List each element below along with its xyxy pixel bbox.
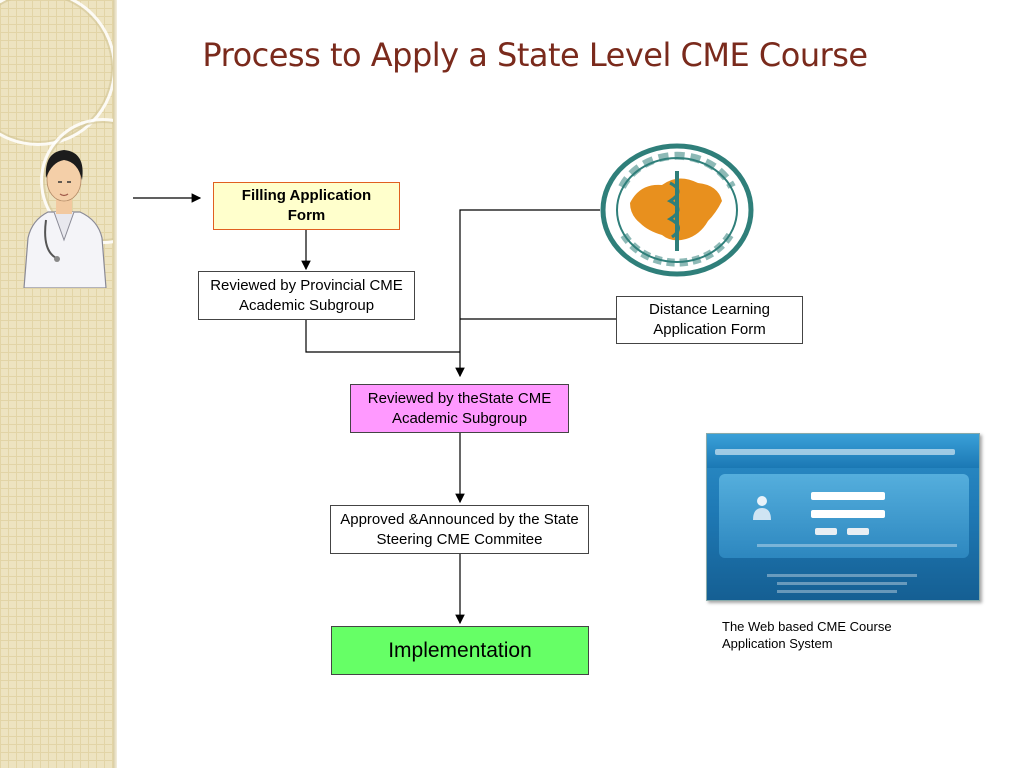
web-footer-line bbox=[777, 582, 907, 585]
slide-title: Process to Apply a State Level CME Cours… bbox=[202, 36, 868, 74]
decorative-left-strip bbox=[0, 0, 113, 768]
line-logo-to-merge bbox=[455, 209, 600, 378]
doctor-icon bbox=[23, 150, 107, 288]
web-login-button bbox=[815, 528, 837, 535]
approved-announced-box: Approved &Announced by the State Steerin… bbox=[330, 505, 589, 554]
association-logo-icon bbox=[600, 143, 754, 277]
strip-edge bbox=[113, 0, 117, 768]
distance-label: Distance Learning Application Form bbox=[649, 301, 770, 338]
web-username-field bbox=[811, 492, 885, 500]
web-header-bar bbox=[715, 448, 955, 455]
filling-application-form-box: Filling Application Form bbox=[213, 182, 400, 230]
filling-label: Filling Application Form bbox=[241, 187, 372, 224]
approved-label: Approved &Announced by the State Steerin… bbox=[340, 510, 579, 548]
line-provincial-to-merge bbox=[305, 320, 460, 353]
web-system-caption: The Web based CME Course Application Sys… bbox=[722, 619, 892, 651]
distance-learning-box: Distance Learning Application Form bbox=[616, 296, 803, 344]
web-footer-line bbox=[777, 590, 897, 593]
web-password-field bbox=[811, 510, 885, 518]
web-reset-button bbox=[847, 528, 869, 535]
implementation-label: Implementation bbox=[388, 638, 532, 662]
provincial-label: Reviewed by Provincial CME Academic Subg… bbox=[210, 276, 403, 314]
state-review-box: Reviewed by theState CME Academic Subgro… bbox=[350, 384, 569, 433]
state-review-label: Reviewed by theState CME Academic Subgro… bbox=[367, 389, 552, 427]
web-footer-line bbox=[767, 574, 917, 577]
web-text-line bbox=[757, 544, 957, 547]
web-system-header bbox=[707, 434, 979, 468]
web-system-screenshot bbox=[706, 433, 980, 601]
provincial-review-box: Reviewed by Provincial CME Academic Subg… bbox=[198, 271, 415, 320]
user-icon bbox=[753, 496, 771, 520]
implementation-box: Implementation bbox=[331, 626, 589, 675]
